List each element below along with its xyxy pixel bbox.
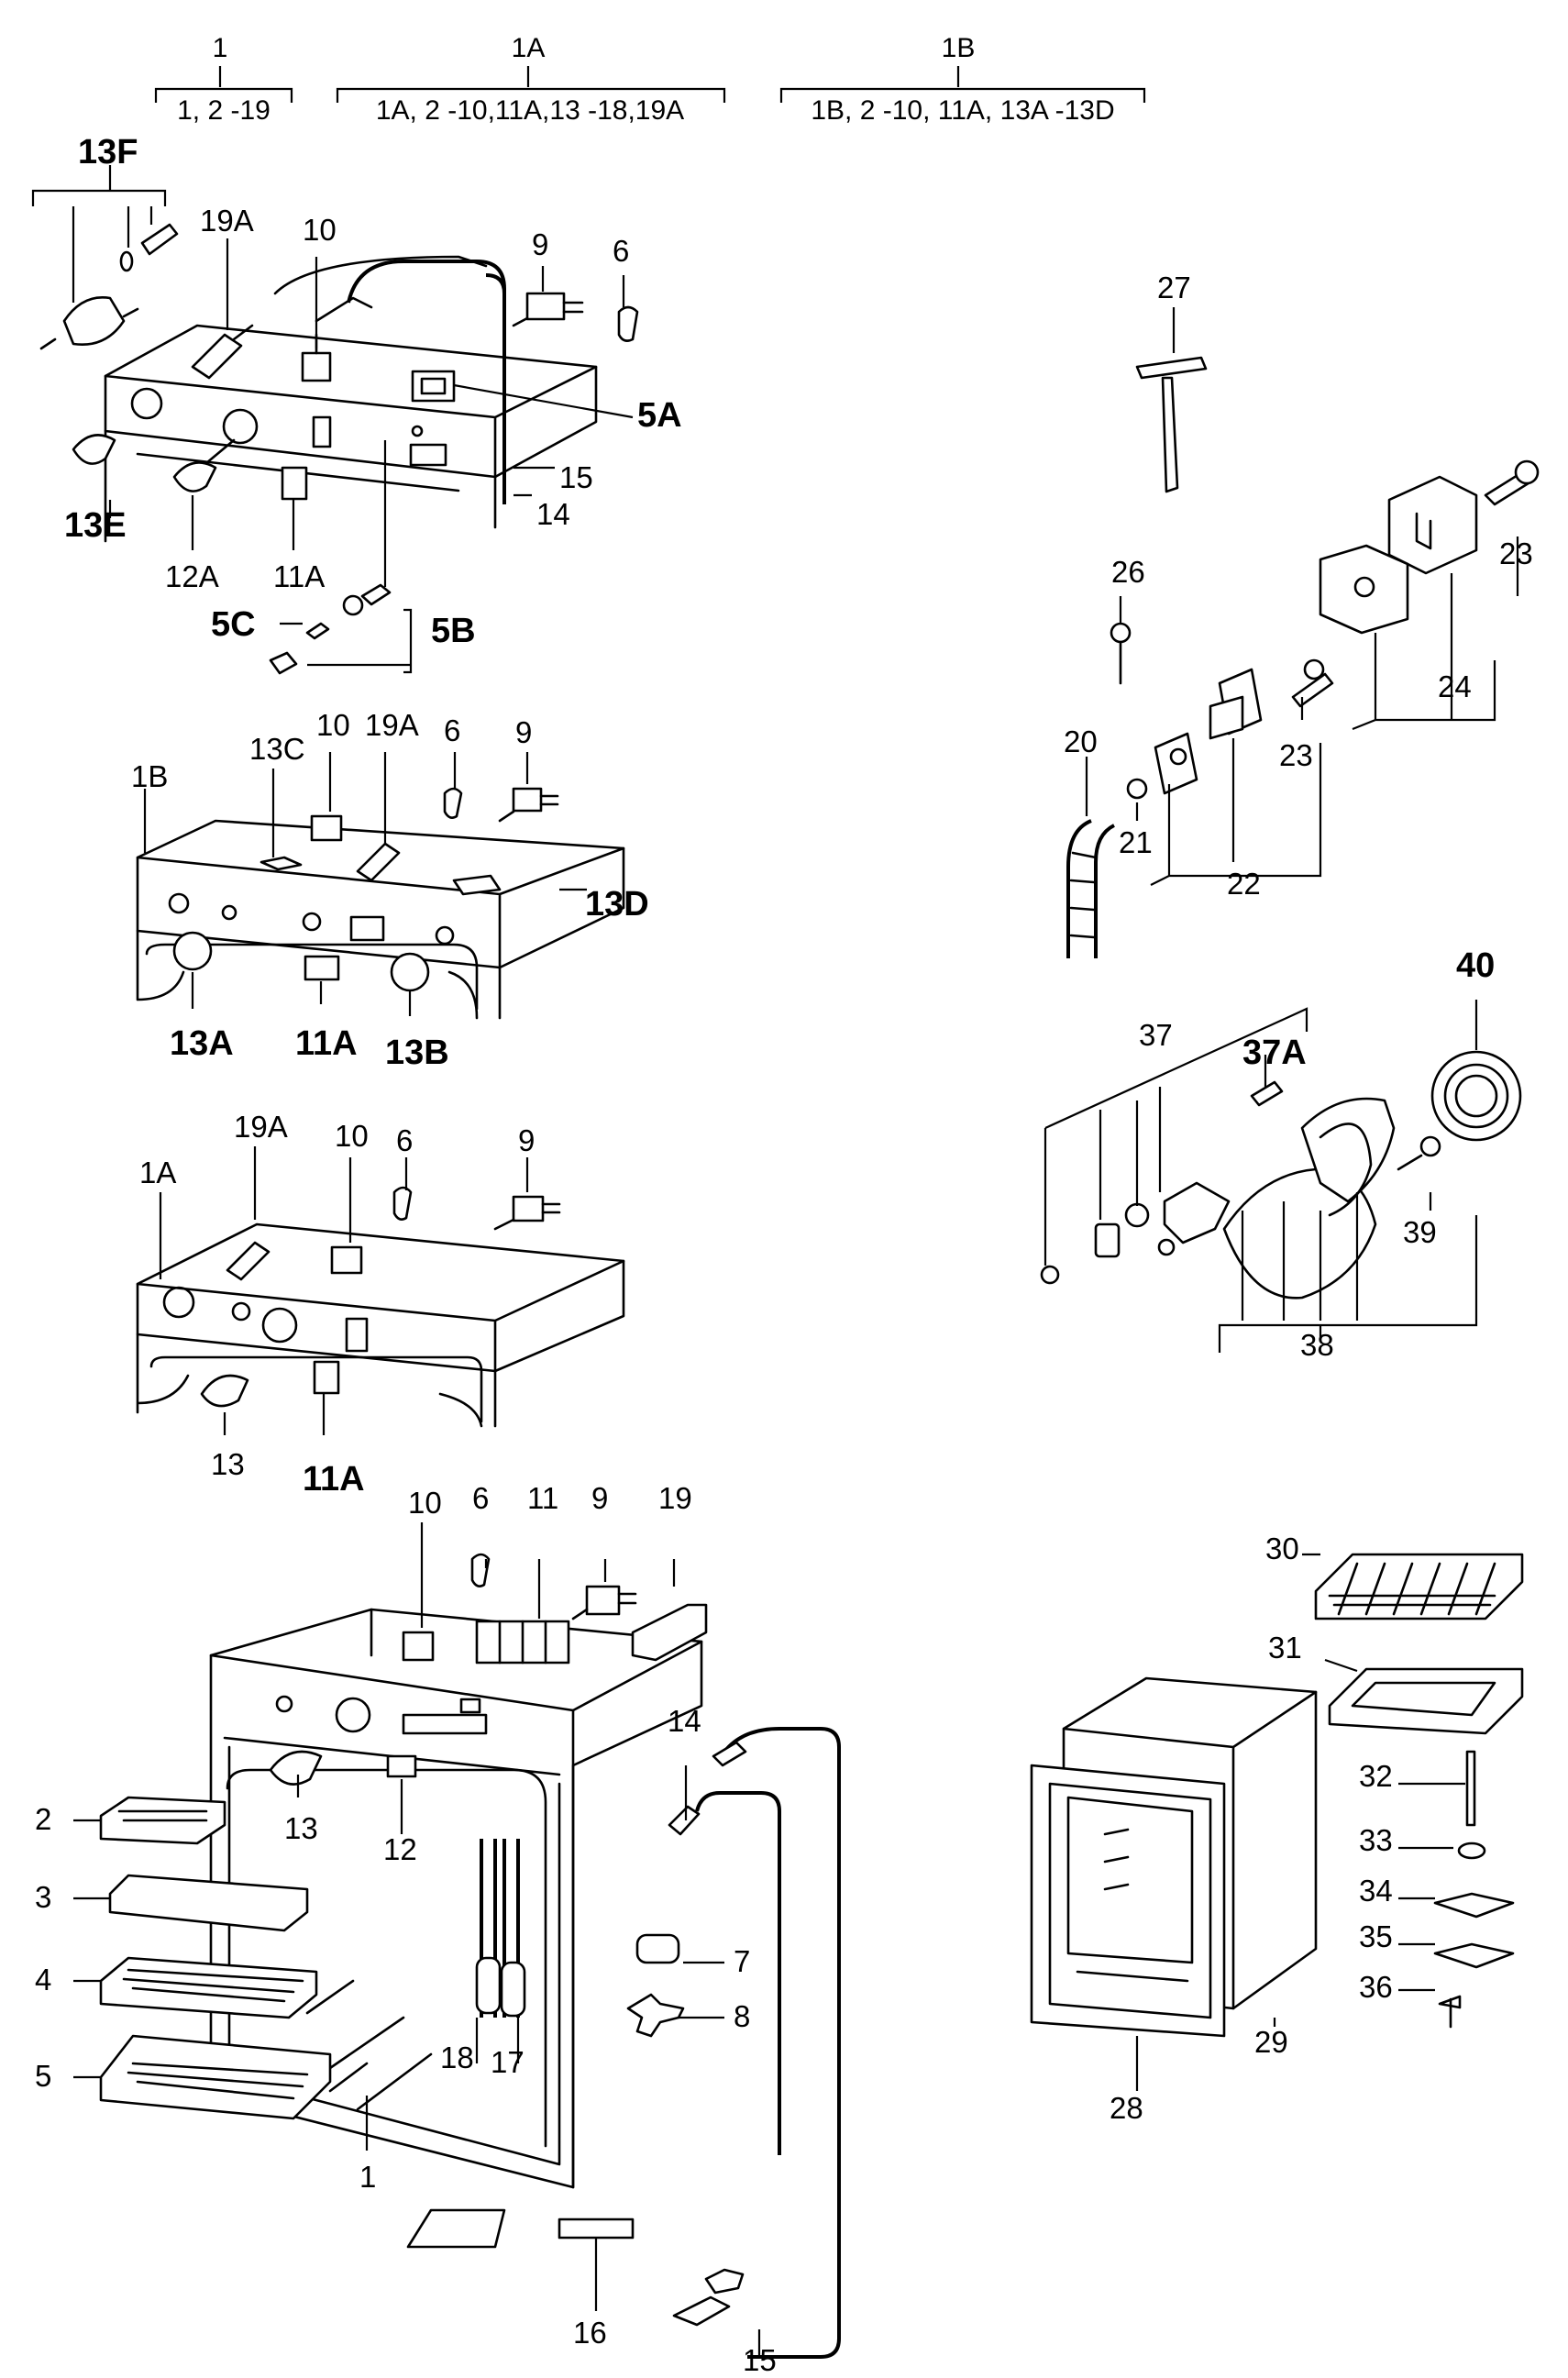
callout-13C: 13C [249,732,305,766]
variant-range: 1A, 2 -10,11A,13 -18,19A [376,95,684,126]
callout-21: 21 [1119,825,1153,859]
callout-23: 23 [1279,738,1313,772]
callout-32: 32 [1359,1759,1393,1793]
callout-12: 12 [383,1832,417,1866]
callout-11: 11 [527,1481,558,1515]
callout-10: 10 [335,1119,369,1153]
callout-5B: 5B [431,612,476,650]
callout-34: 34 [1359,1874,1393,1908]
callout-22: 22 [1227,867,1261,901]
variant-header-1b: 1B 1B, 2 -10, 11A, 13A -13D [779,33,1146,126]
callout-1B: 1B [131,759,168,793]
callout-6: 6 [444,713,460,747]
callout-13F: 13F [78,133,138,171]
callout-19A: 19A [234,1110,288,1144]
callout-10: 10 [316,708,350,742]
variant-header-1a: 1A 1A, 2 -10,11A,13 -18,19A [336,33,726,126]
callout-14: 14 [536,497,570,531]
callout-12A: 12A [165,559,219,593]
callout-37A: 37A [1242,1034,1307,1072]
callout-11A: 11A [273,559,325,593]
callout-7: 7 [734,1944,750,1978]
callout-14: 14 [668,1704,701,1738]
callout-6: 6 [396,1123,413,1157]
callout-13: 13 [284,1811,318,1845]
callout-9: 9 [518,1123,535,1157]
callout-38: 38 [1300,1328,1334,1362]
callout-30: 30 [1265,1532,1299,1565]
callout-31: 31 [1268,1631,1302,1665]
callout-33: 33 [1359,1823,1393,1857]
callout-10: 10 [408,1486,442,1520]
callout-23: 23 [1499,536,1533,570]
assembly-housing: 30 31 32 33 34 35 36 28 29 [1030,1532,1524,2125]
callout-5A: 5A [637,396,682,435]
assembly-1b: 1B 13C 10 19A 6 9 13D 13A 11A 13B [131,708,649,1072]
callout-2: 2 [35,1802,51,1836]
callout-15: 15 [743,2343,777,2377]
variant-number: 1 [213,33,228,63]
assembly-1a: 19A 10 6 9 1A 13 11A [136,1110,625,1499]
callout-15: 15 [559,460,593,494]
callout-18: 18 [440,2041,474,2074]
callout-29: 29 [1254,2025,1288,2059]
assembly-lamp: 40 37 37A 39 38 [1040,946,1522,1362]
callout-24: 24 [1438,669,1472,703]
callout-4: 4 [35,1963,51,1996]
callout-8: 8 [734,1999,750,2033]
variant-number: 1A [512,33,546,63]
callout-19: 19 [658,1481,692,1515]
assembly-top-left: 13F 19A 10 9 6 5A 15 14 13E 12A 11A 5C 5… [31,133,682,675]
callout-35: 35 [1359,1919,1393,1953]
callout-9: 9 [515,715,532,749]
callout-13E: 13E [64,506,127,545]
callout-13A: 13A [170,1024,234,1063]
callout-9: 9 [532,227,548,261]
callout-19A: 19A [200,204,254,238]
callout-28: 28 [1110,2091,1143,2125]
assembly-main-oven: 10 6 11 9 19 14 7 8 2 3 4 5 13 12 18 17 … [35,1481,841,2377]
callout-20: 20 [1064,724,1098,758]
callout-36: 36 [1359,1970,1393,2004]
callout-13: 13 [211,1447,245,1481]
callout-1A: 1A [139,1156,176,1189]
callout-39: 39 [1403,1215,1437,1249]
variant-range: 1, 2 -19 [177,95,271,126]
callout-27: 27 [1157,271,1191,304]
assembly-door-parts: 27 26 23 24 23 20 21 22 [1064,271,1540,958]
callout-9: 9 [591,1481,608,1515]
callout-5: 5 [35,2059,51,2093]
variant-number: 1B [942,33,976,63]
callout-16: 16 [573,2316,607,2350]
callout-17: 17 [491,2045,525,2079]
callout-26: 26 [1111,555,1145,589]
callout-37: 37 [1139,1018,1173,1052]
callout-6: 6 [613,234,629,268]
callout-13B: 13B [385,1034,449,1072]
callout-3: 3 [35,1880,51,1914]
callout-10: 10 [303,213,337,247]
callout-11A: 11A [295,1024,358,1063]
callout-1: 1 [359,2160,376,2194]
callout-40: 40 [1456,946,1495,985]
callout-11A: 11A [303,1460,365,1499]
callout-13D: 13D [585,885,649,924]
variant-header-1: 1 1, 2 -19 [154,33,293,126]
callout-6: 6 [472,1481,489,1515]
callout-19A: 19A [365,708,419,742]
variant-range: 1B, 2 -10, 11A, 13A -13D [811,95,1114,126]
callout-5C: 5C [211,605,256,644]
